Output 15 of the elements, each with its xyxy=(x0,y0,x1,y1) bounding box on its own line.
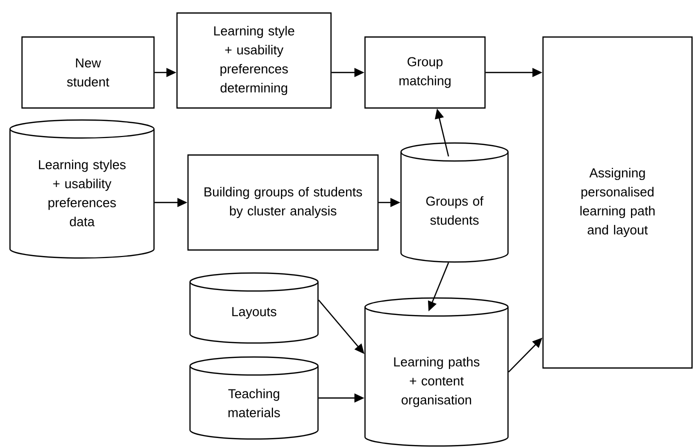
node-label: Groups of students xyxy=(426,196,484,225)
process-box: Group matching xyxy=(364,36,486,109)
database-cylinder: Groups of students xyxy=(400,142,509,263)
node-label: Layouts xyxy=(232,307,276,319)
node-label: Learning styles + usability preferences data xyxy=(38,160,126,226)
node-label: Teaching materials xyxy=(228,388,280,418)
database-cylinder: Teaching materials xyxy=(189,356,319,440)
node-label: Learning paths + content organisation xyxy=(394,356,480,408)
database-cylinder: Layouts xyxy=(189,272,319,344)
process-box: Building groups of students by cluster analysis xyxy=(187,154,379,251)
process-box: Assigning personalised learning path and layout xyxy=(542,36,693,369)
process-box: New student xyxy=(21,36,155,109)
database-cylinder: Learning paths + content organisation xyxy=(364,297,509,447)
process-box: Learning style + usability preferences determining xyxy=(176,12,332,109)
database-cylinder: Learning styles + usability preferences data xyxy=(9,119,155,259)
